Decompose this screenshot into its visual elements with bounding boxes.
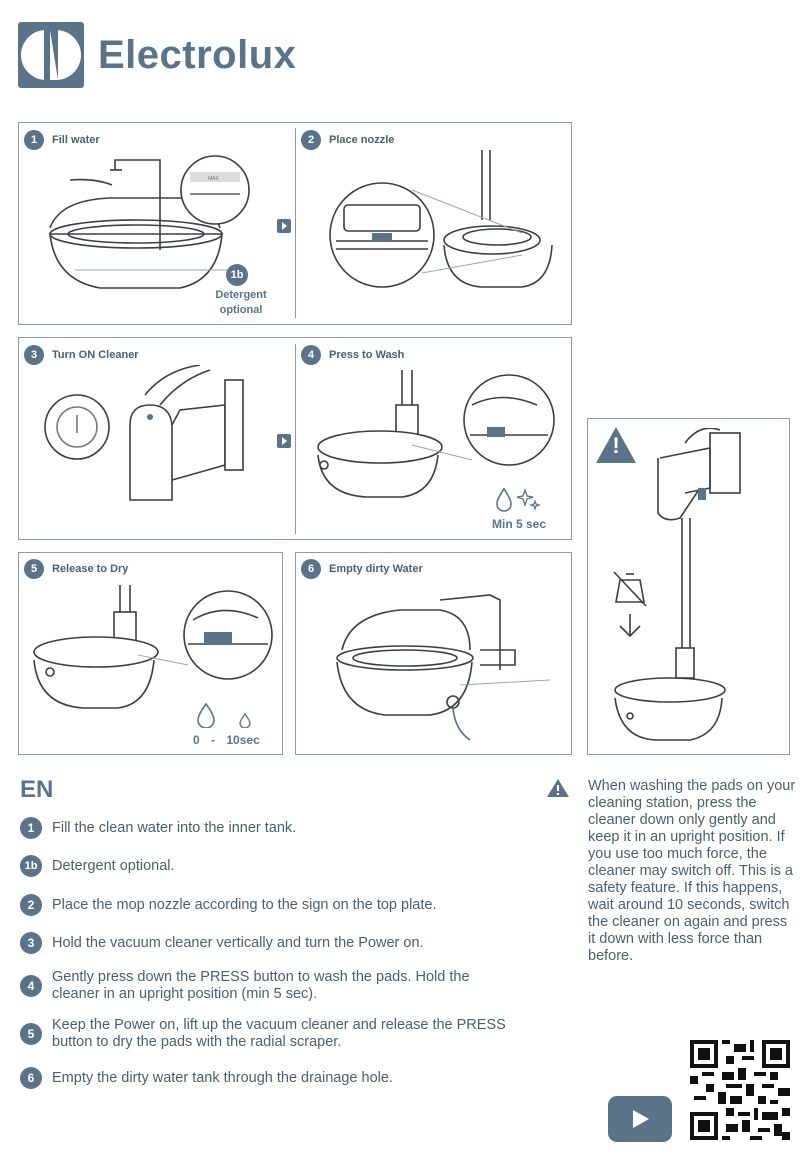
electrolux-logo-icon: [18, 22, 84, 88]
instruction-badge: 1: [20, 817, 42, 839]
step-badge-3: 3: [24, 345, 44, 365]
instruction-badge: 4: [20, 975, 42, 997]
turn-on-illustration: [44, 365, 244, 501]
step-title-6: Empty dirty Water: [329, 563, 423, 575]
instruction-text: Keep the Power on, lift up the vacuum cl…: [52, 1017, 506, 1050]
max-label: MAX: [208, 176, 220, 182]
instruction-5: 5 Keep the Power on, lift up the vacuum …: [20, 1017, 520, 1051]
step-title-5: Release to Dry: [52, 563, 129, 575]
press-to-wash-illustration: [317, 370, 555, 498]
step-badge-1: 1: [24, 130, 44, 150]
water-drop-sparkle-icon: [496, 487, 541, 512]
instruction-text: Fill the clean water into the inner tank…: [52, 819, 297, 836]
instruction-3: 3 Hold the vacuum cleaner vertically and…: [20, 932, 424, 954]
instruction-badge: 5: [20, 1023, 42, 1045]
qr-code[interactable]: [690, 1040, 790, 1140]
warning-triangle-icon: [547, 779, 569, 797]
step-badge-6: 6: [301, 559, 321, 579]
step-5-note: 0 - 10sec: [193, 733, 273, 748]
upright-cleaner-illustration: [614, 428, 741, 741]
instruction-badge: 3: [20, 932, 42, 954]
instruction-text: Gently press down the PRESS button to wa…: [52, 969, 470, 1002]
step-badge-2: 2: [301, 130, 321, 150]
release-to-dry-illustration: [33, 585, 273, 709]
step-1b-note-line1: Detergent: [215, 289, 267, 301]
step-4-note: Min 5 sec: [491, 517, 547, 531]
instruction-badge: 1b: [20, 855, 42, 877]
step-title-2: Place nozzle: [329, 134, 395, 146]
water-drop-large-icon: [197, 702, 215, 728]
instruction-text: Place the mop nozzle according to the si…: [52, 896, 437, 913]
instruction-1b: 1b Detergent optional.: [20, 855, 175, 877]
next-arrow-icon-2: [277, 434, 291, 448]
instruction-2: 2 Place the mop nozzle according to the …: [20, 894, 437, 916]
warning-triangle-large-icon: [596, 427, 636, 463]
no-force-icon: [613, 571, 647, 638]
instruction-text: Empty the dirty water tank through the d…: [52, 1069, 393, 1086]
step-5-note-end: 10sec: [226, 733, 260, 747]
brand-name: Electrolux: [98, 32, 297, 77]
step-badge-1b: 1b: [226, 264, 248, 286]
next-arrow-icon: [277, 219, 291, 233]
fill-water-illustration: MAX: [49, 155, 250, 289]
step-1b-note: Detergent optional: [208, 288, 274, 318]
instruction-badge: 2: [20, 894, 42, 916]
warning-panel-mark: !: [612, 433, 620, 458]
instruction-text: Hold the vacuum cleaner vertically and t…: [52, 934, 424, 951]
instruction-text: Detergent optional.: [52, 857, 175, 874]
brand-logo: Electrolux: [18, 22, 296, 88]
step-5-note-start: 0: [193, 733, 200, 747]
instruction-6: 6 Empty the dirty water tank through the…: [20, 1067, 393, 1089]
step-5-note-dash: -: [211, 733, 216, 747]
step-1b-note-line2: optional: [219, 304, 263, 316]
instruction-badge: 6: [20, 1067, 42, 1089]
place-nozzle-illustration: [329, 150, 553, 288]
warning-text: When washing the pads on your cleaning s…: [588, 778, 796, 964]
step-title-4: Press to Wash: [329, 349, 405, 361]
instruction-4: 4 Gently press down the PRESS button to …: [20, 969, 510, 1003]
empty-dirty-water-illustration: [336, 594, 551, 741]
language-heading: EN: [20, 776, 54, 803]
step-badge-4: 4: [301, 345, 321, 365]
instruction-1: 1 Fill the clean water into the inner ta…: [20, 817, 296, 839]
step-title-3: Turn ON Cleaner: [52, 349, 139, 361]
step-badge-5: 5: [24, 559, 44, 579]
step-title-1: Fill water: [52, 134, 100, 146]
water-drop-small-icon: [239, 712, 251, 728]
play-video-button[interactable]: [608, 1096, 672, 1142]
